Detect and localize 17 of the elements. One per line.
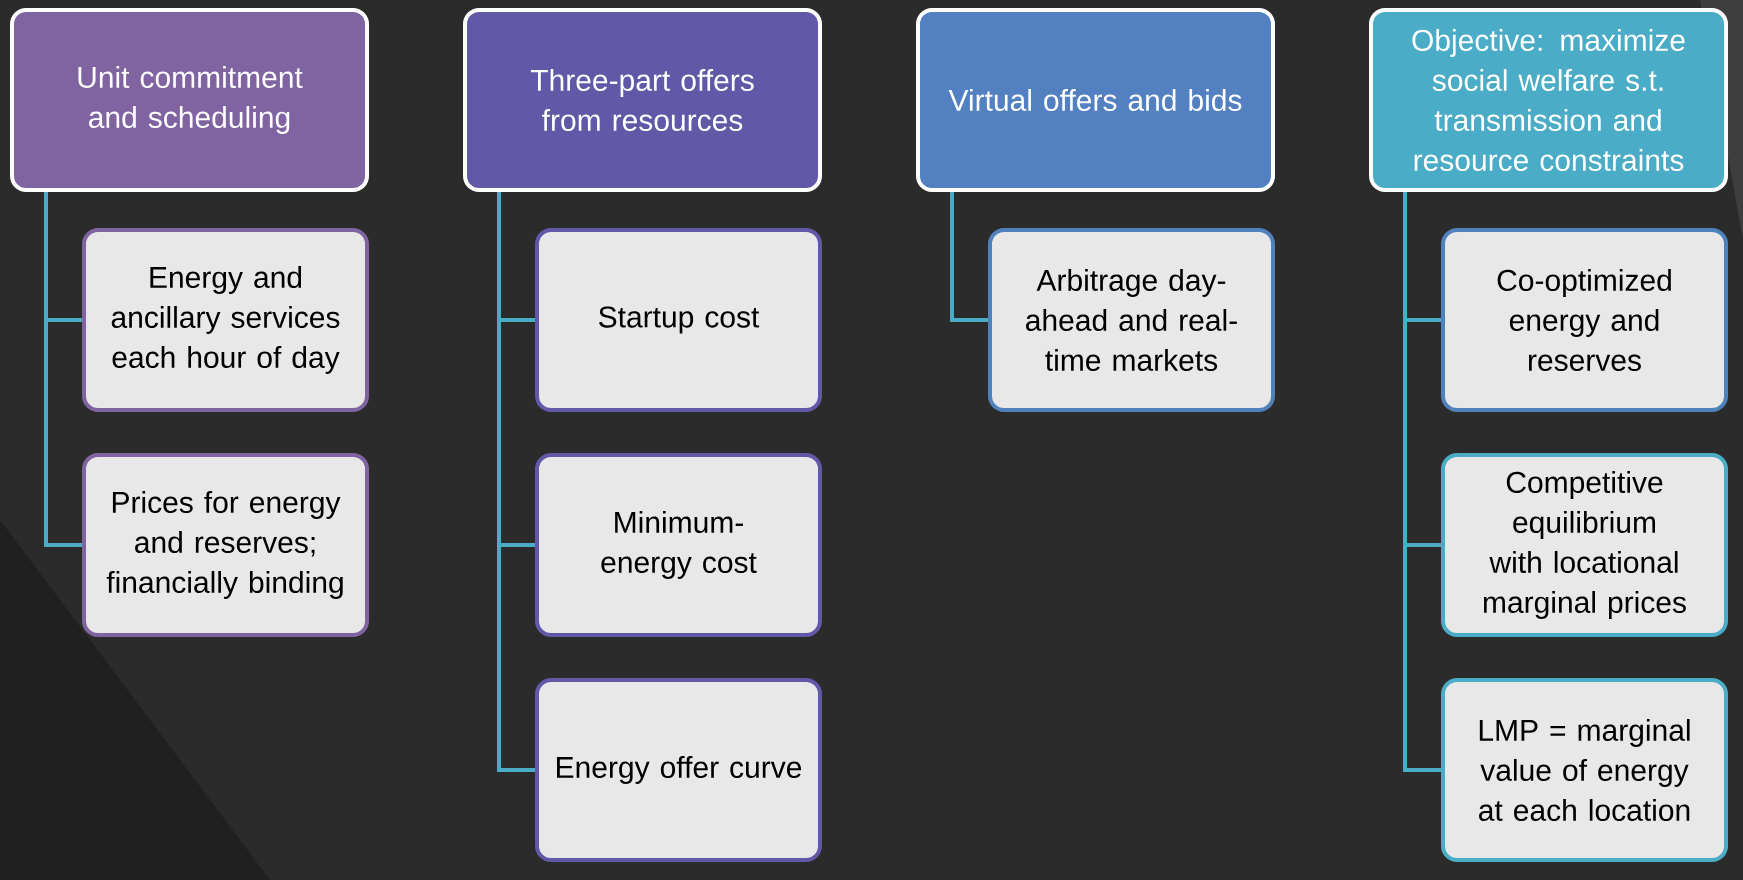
- item-box: Competitive equilibrium with locational marginal prices: [1441, 453, 1728, 637]
- heading-box: Virtual offers and bids: [916, 8, 1275, 192]
- item-box: Minimum-energy cost: [535, 453, 822, 637]
- item-box: Startup cost: [535, 228, 822, 412]
- item-box: Arbitrage day-ahead and real-time markets: [988, 228, 1275, 412]
- connector-line: [44, 192, 82, 547]
- item-box: Energy offer curve: [535, 678, 822, 862]
- heading-box: Three-part offers from resources: [463, 8, 822, 192]
- heading-box: Unit commitment and scheduling: [10, 8, 369, 192]
- connector-line: [1403, 192, 1441, 772]
- heading-box: Objective: maximize social welfare s.t. transmission and resource constraints: [1369, 8, 1728, 192]
- item-box: Energy and ancillary services each hour of day: [82, 228, 369, 412]
- item-box: LMP = marginal value of energy at each location: [1441, 678, 1728, 862]
- connector-line: [950, 192, 988, 322]
- connector-line: [497, 192, 535, 772]
- item-box: Prices for energy and reserves; financially binding: [82, 453, 369, 637]
- item-box: Co-optimized energy and reserves: [1441, 228, 1728, 412]
